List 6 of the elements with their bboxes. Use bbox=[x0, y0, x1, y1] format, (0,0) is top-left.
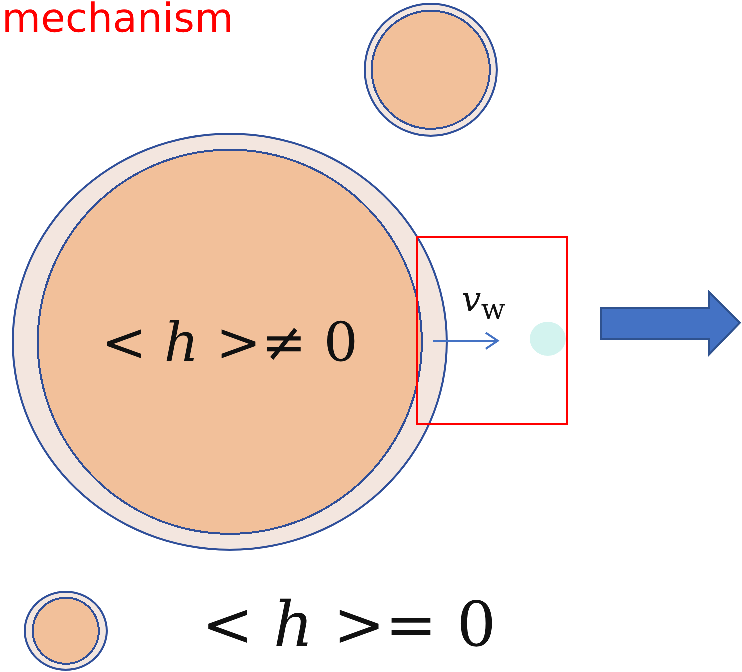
wall-region-box bbox=[416, 236, 568, 425]
velocity-label: v$_{w}$ bbox=[462, 280, 506, 326]
particle-circle bbox=[530, 322, 566, 356]
title: mechanism bbox=[2, 0, 234, 42]
state-label: < h >≠ 0 bbox=[102, 310, 358, 374]
state-label: < h >= 0 bbox=[202, 588, 496, 661]
